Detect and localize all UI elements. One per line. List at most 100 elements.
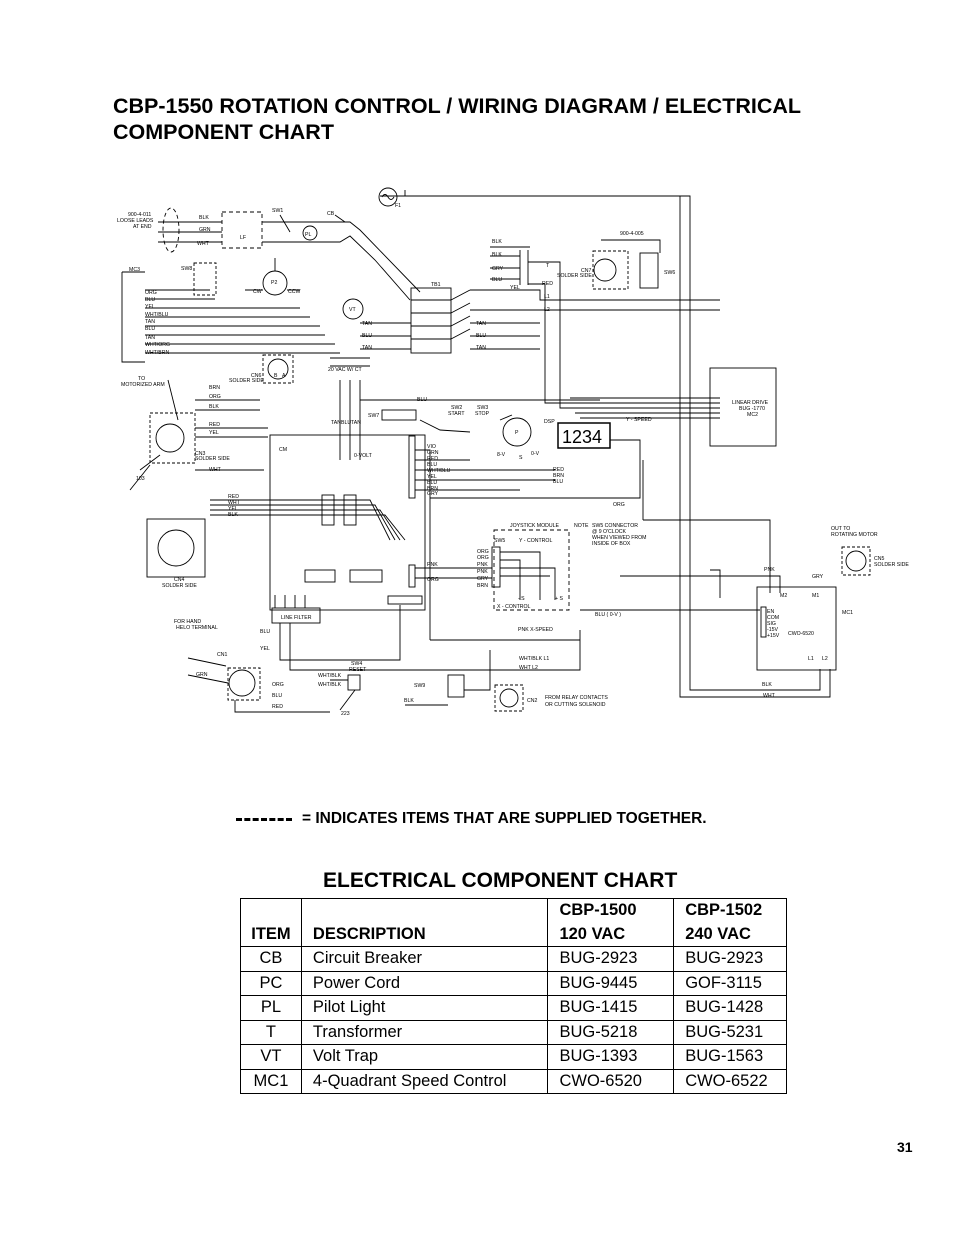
diagram-label: GRN bbox=[199, 227, 211, 233]
diagram-label: BLK bbox=[199, 215, 209, 221]
diagram-label: FROM RELAY CONTACTS bbox=[545, 695, 608, 701]
diagram-label: BLU bbox=[272, 693, 282, 699]
diagram-label: SW2 bbox=[451, 405, 462, 411]
diagram-label: SW9 bbox=[414, 683, 425, 689]
diagram-label: RED bbox=[553, 467, 564, 473]
diagram-labels: F1 900-4-011 LOOSE LEADS AT END BLK GRN … bbox=[117, 203, 909, 717]
display-readout: 1234 bbox=[562, 427, 602, 447]
diagram-label: L1 bbox=[544, 294, 550, 300]
cbp1500-cell: BUG-5218 bbox=[547, 1019, 675, 1045]
diagram-label: YEL bbox=[228, 506, 238, 512]
diagram-label: BRN bbox=[477, 583, 488, 589]
diagram-label: L2 bbox=[544, 307, 550, 313]
diagram-label: GRY bbox=[492, 266, 504, 272]
diagram-label: 900-4-005 bbox=[620, 231, 644, 237]
diagram-label: RED bbox=[209, 422, 220, 428]
legend-text: = INDICATES ITEMS THAT ARE SUPPLIED TOGE… bbox=[302, 810, 707, 827]
diagram-label: RED bbox=[272, 704, 283, 710]
diagram-label: LINEAR DRIVE bbox=[732, 400, 769, 406]
diagram-label: Y - CONTROL bbox=[519, 538, 552, 544]
diagram-label: FOR HAND bbox=[174, 619, 201, 625]
diagram-label: @ 9 O'CLOCK bbox=[592, 529, 626, 535]
diagram-label: T bbox=[546, 263, 550, 269]
diagram-label: VT bbox=[349, 307, 356, 313]
diagram-label: M2 bbox=[780, 593, 787, 599]
diagram-label: CN4 bbox=[174, 577, 184, 583]
diagram-label: M1 bbox=[812, 593, 819, 599]
diagram-label: WHT L2 bbox=[519, 665, 538, 671]
diagram-label: GRN bbox=[196, 672, 208, 678]
diagram-label: ROTATING MOTOR bbox=[831, 532, 878, 538]
diagram-label: BLU bbox=[492, 277, 502, 283]
diagram-label: WHT/ORG bbox=[145, 342, 170, 348]
diagram-label: BLU ( 0-V ) bbox=[595, 612, 621, 618]
diagram-label: CW bbox=[253, 289, 262, 295]
page-title: CBP-1550 ROTATION CONTROL / WIRING DIAGR… bbox=[113, 94, 801, 144]
diagram-label: L1 bbox=[808, 656, 814, 662]
cbp1500-cell: BUG-1393 bbox=[547, 1044, 675, 1070]
diagram-label: WHT/BLK L1 bbox=[519, 656, 549, 662]
diagram-label: BLK bbox=[404, 698, 414, 704]
diagram-label: STOP bbox=[475, 411, 490, 417]
diagram-label: OR CUTTING SOLENOID bbox=[545, 702, 606, 708]
diagram-label: SW5 CONNECTOR bbox=[592, 523, 638, 529]
table-row: PC Power Cord BUG-9445 GOF-3115 bbox=[240, 970, 787, 996]
table-row: T Transformer BUG-5218 BUG-5231 bbox=[240, 1019, 787, 1045]
table-row: MC1 4-Quadrant Speed Control CWO-6520 CW… bbox=[240, 1068, 787, 1094]
legend: = INDICATES ITEMS THAT ARE SUPPLIED TOGE… bbox=[236, 808, 707, 830]
diagram-label: BLU bbox=[427, 462, 437, 468]
diagram-label: PNK bbox=[764, 567, 775, 573]
diagram-label: X - CONTROL bbox=[497, 604, 531, 610]
table-row: VT Volt Trap BUG-1393 BUG-1563 bbox=[240, 1044, 787, 1070]
diagram-label: YEL bbox=[260, 646, 270, 652]
diagram-label: CN5 bbox=[874, 556, 884, 562]
diagram-label: BUG -1770 bbox=[739, 406, 765, 412]
dashed-line-symbol bbox=[236, 817, 292, 821]
diagram-label: BLK bbox=[209, 404, 219, 410]
diagram-label: SW1 bbox=[272, 208, 283, 214]
cbp1502-cell: BUG-2923 bbox=[673, 946, 787, 972]
diagram-label: BLU bbox=[553, 479, 563, 485]
diagram-label: TAN bbox=[476, 321, 486, 327]
diagram-label: SOLDER SIDE bbox=[162, 583, 197, 589]
diagram-label: A bbox=[282, 373, 286, 379]
table-row: PL Pilot Light BUG-1415 BUG-1428 bbox=[240, 995, 787, 1021]
diagram-label: VIO bbox=[427, 444, 436, 450]
header-item: ITEM bbox=[240, 898, 302, 947]
wiring-diagram: F1 900-4-011 LOOSE LEADS AT END BLK GRN … bbox=[117, 187, 909, 717]
diagram-label: WHT/BLU bbox=[145, 312, 169, 318]
diagram-label: P bbox=[515, 430, 519, 436]
diagram-label: SW6 bbox=[664, 270, 675, 276]
cbp1502-cell: CWO-6522 bbox=[673, 1068, 787, 1094]
diagram-label: SIG bbox=[767, 621, 776, 627]
diagram-label: TAN bbox=[362, 345, 372, 351]
diagram-label: 900-4-011 bbox=[128, 212, 151, 218]
item-cell: PL bbox=[240, 995, 302, 1021]
diagram-label: CN3 bbox=[195, 451, 205, 457]
diagram-label: START bbox=[448, 411, 465, 417]
diagram-label: SW3 bbox=[477, 405, 488, 411]
diagram-label: BLU bbox=[417, 397, 427, 403]
diagram-label: -15V bbox=[767, 627, 778, 633]
diagram-label: GRY bbox=[477, 576, 489, 582]
diagram-label: JOYSTICK MODULE bbox=[510, 523, 560, 529]
diagram-label: TAN bbox=[362, 321, 372, 327]
diagram-label: CN1 bbox=[217, 652, 227, 658]
diagram-label: ORG bbox=[209, 394, 221, 400]
description-cell: Transformer bbox=[300, 1019, 549, 1045]
component-chart-title: ELECTRICAL COMPONENT CHART bbox=[323, 869, 678, 892]
diagram-label: MC2 bbox=[747, 412, 758, 418]
diagram-label: ORG bbox=[427, 577, 439, 583]
cbp1500-cell: BUG-1415 bbox=[547, 995, 675, 1021]
diagram-label: SW5 bbox=[494, 538, 505, 544]
diagram-label: ORG bbox=[477, 549, 489, 555]
cbp1500-cell: BUG-2923 bbox=[547, 946, 675, 972]
diagram-label: LINE FILTER bbox=[281, 615, 312, 621]
description-cell: Circuit Breaker bbox=[300, 946, 549, 972]
diagram-label: HELO TERMINAL bbox=[176, 625, 218, 631]
diagram-label: CCW bbox=[288, 289, 300, 295]
diagram-label: OUT TO bbox=[831, 526, 850, 532]
diagram-label: BLK bbox=[762, 682, 772, 688]
diagram-label: AT END bbox=[133, 224, 152, 230]
header-cbp1502: CBP-1502 240 VAC bbox=[673, 898, 787, 947]
